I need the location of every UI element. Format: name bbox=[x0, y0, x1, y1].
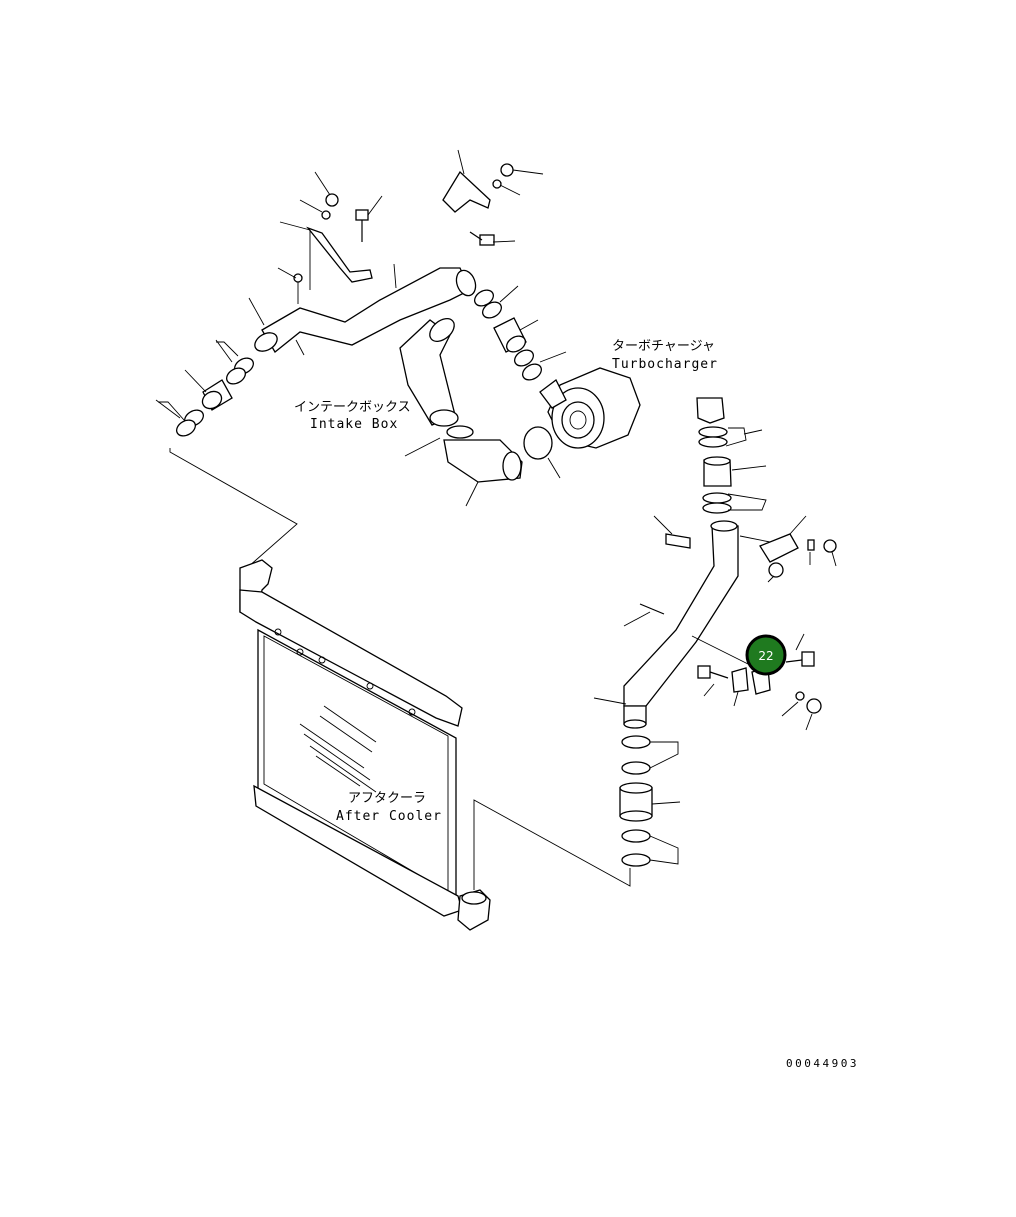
turbocharger-label-en: Turbocharger bbox=[612, 357, 718, 372]
callout-22-badge[interactable] bbox=[745, 634, 787, 676]
after-cooler-label-en: After Cooler bbox=[336, 809, 442, 824]
intake-box-hoses bbox=[399, 318, 523, 507]
left-hose-chain bbox=[155, 339, 298, 575]
after-cooler-label-ja: アフタクーラ bbox=[348, 791, 426, 806]
callout-22[interactable]: 22 bbox=[745, 634, 787, 676]
turbo-hose-chain bbox=[474, 285, 567, 479]
callout-22-number: 22 bbox=[758, 649, 773, 663]
after-cooler: アフタクーラ After Cooler bbox=[239, 559, 491, 931]
drawing-number: 00044903 bbox=[786, 1057, 859, 1070]
turbocharger: ターボチャージャ Turbocharger bbox=[539, 339, 718, 449]
upper-intake-pipe-assembly bbox=[248, 149, 544, 356]
intake-box-label-ja: インテークボックス bbox=[294, 400, 411, 415]
turbocharger-label-ja: ターボチャージャ bbox=[612, 339, 715, 354]
intake-box-label-en: Intake Box bbox=[310, 417, 398, 432]
right-riser-assembly bbox=[473, 397, 837, 890]
